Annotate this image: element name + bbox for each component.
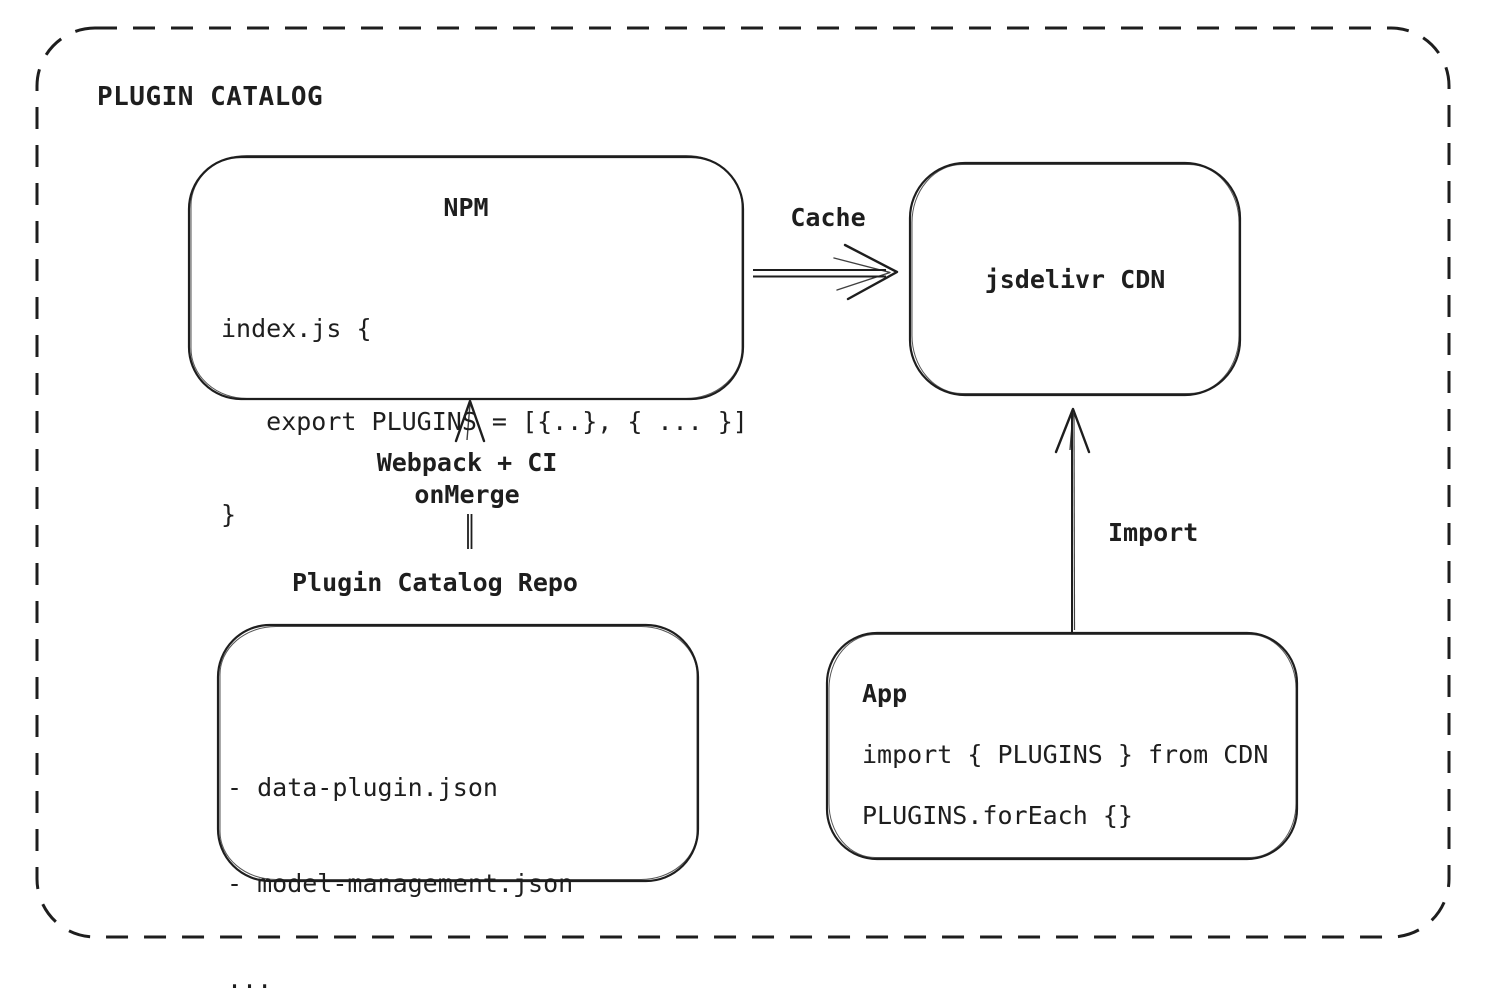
npm-title: NPM (443, 193, 489, 222)
cache-arrow-head-sketch (833, 257, 891, 291)
import-arrow-label: Import (1108, 518, 1199, 547)
import-arrow-head-sketch (1069, 412, 1074, 451)
build-arrow (454, 399, 486, 549)
frame-title: PLUGIN CATALOG (97, 82, 324, 112)
import-arrow-shaft-sketch (1073, 413, 1076, 631)
repo-heading: Plugin Catalog Repo (292, 568, 578, 597)
app-title: App (862, 679, 908, 708)
repo-file-list: - data-plugin.json - model-management.js… (227, 708, 573, 1002)
npm-box (187, 155, 745, 401)
build-arrow-label-line1: Webpack + CI (376, 448, 558, 477)
npm-code-line: export PLUGINS = [{..}, { ... }] (221, 407, 748, 436)
cache-arrow-label: Cache (790, 203, 866, 232)
cdn-box (908, 161, 1242, 397)
repo-file-line: - data-plugin.json (227, 773, 498, 802)
npm-code: index.js { export PLUGINS = [{..}, { ...… (221, 251, 748, 592)
npm-code-line: } (221, 500, 237, 529)
repo-file-line: - model-management.json (227, 869, 574, 898)
repo-file-line: ... (227, 965, 273, 994)
import-arrow (1054, 407, 1091, 632)
cache-arrow-head (843, 243, 899, 301)
import-arrow-head (1054, 407, 1091, 454)
app-box (825, 631, 1299, 861)
outer-dashed-frame (35, 26, 1451, 939)
build-arrow-label-line2: onMerge (414, 480, 520, 509)
app-code-line-foreach: PLUGINS.forEach {} (862, 801, 1133, 830)
build-arrow-head (454, 399, 486, 443)
npm-code-line: index.js { (221, 314, 372, 343)
cache-arrow (753, 243, 899, 301)
repo-box (216, 623, 700, 883)
cdn-label: jsdelivr CDN (984, 265, 1166, 294)
build-arrow-head-sketch (466, 403, 471, 441)
app-code-line-import: import { PLUGINS } from CDN (862, 740, 1269, 769)
